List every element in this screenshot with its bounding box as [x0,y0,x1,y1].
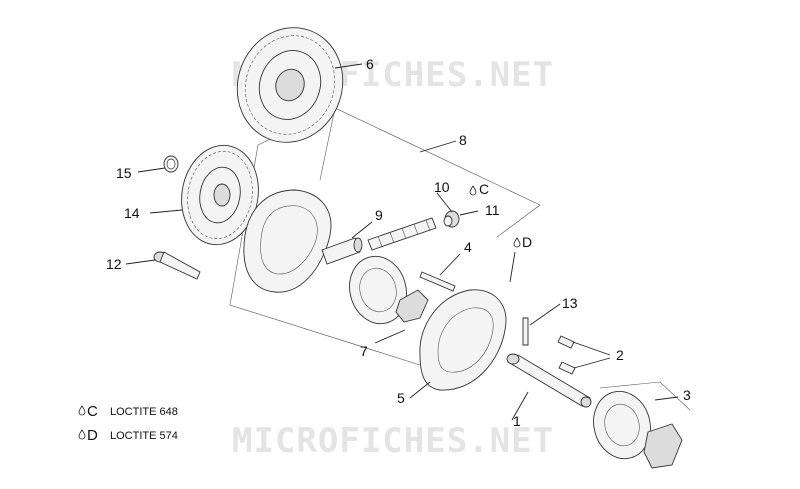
drop-icon-d [513,237,521,248]
legend-letter-c: C [87,403,98,420]
callout-10: 10 [434,179,450,195]
relief-valve-sleeve [321,237,363,265]
inner-rotor [395,289,429,323]
callout-5: 5 [397,390,405,406]
legend-letter-d: D [87,427,98,444]
callout-8: 8 [459,132,467,148]
pump-shaft [506,353,592,408]
legend: C LOCTITE 648 D LOCTITE 574 [78,403,178,444]
callout-3: 3 [683,387,691,403]
outer-rotor [349,255,407,325]
leader-lines [125,63,679,421]
circlip-hole [166,158,176,170]
tag-c: C [479,181,489,197]
large-gear [236,27,344,143]
callout-14: 14 [124,205,140,221]
shaft-pin [522,317,529,346]
legend-drop-icon-c [78,405,86,416]
callout-12: 12 [106,256,122,272]
screw [153,251,201,280]
dowel-pin [419,271,456,292]
callout-15: 15 [116,165,132,181]
callout-11: 11 [485,202,500,218]
drive-pin-a [557,335,575,349]
legend-text-c: LOCTITE 648 [110,406,178,418]
relief-valve-spring [367,217,437,251]
valve-plug [443,210,460,228]
callout-7: 7 [360,343,368,359]
callout-9: 9 [375,207,383,223]
callout-2: 2 [616,347,624,363]
callout-6: 6 [366,56,374,72]
callout-13: 13 [562,295,578,311]
pump-cover [243,189,332,293]
drive-pin-b [558,361,576,375]
drive-gear [181,144,259,246]
legend-drop-icon-d [78,429,86,440]
pump-body [419,289,507,391]
callout-1: 1 [513,413,521,429]
watermark-bottom: MICROFICHES.NET [232,421,554,461]
rotor-set-bracket [599,381,691,411]
legend-text-d: LOCTITE 574 [110,430,178,442]
scavenge-rotor-set [593,390,683,469]
drop-icon-c [469,185,477,196]
callout-4: 4 [464,239,472,255]
tag-d: D [522,234,532,250]
